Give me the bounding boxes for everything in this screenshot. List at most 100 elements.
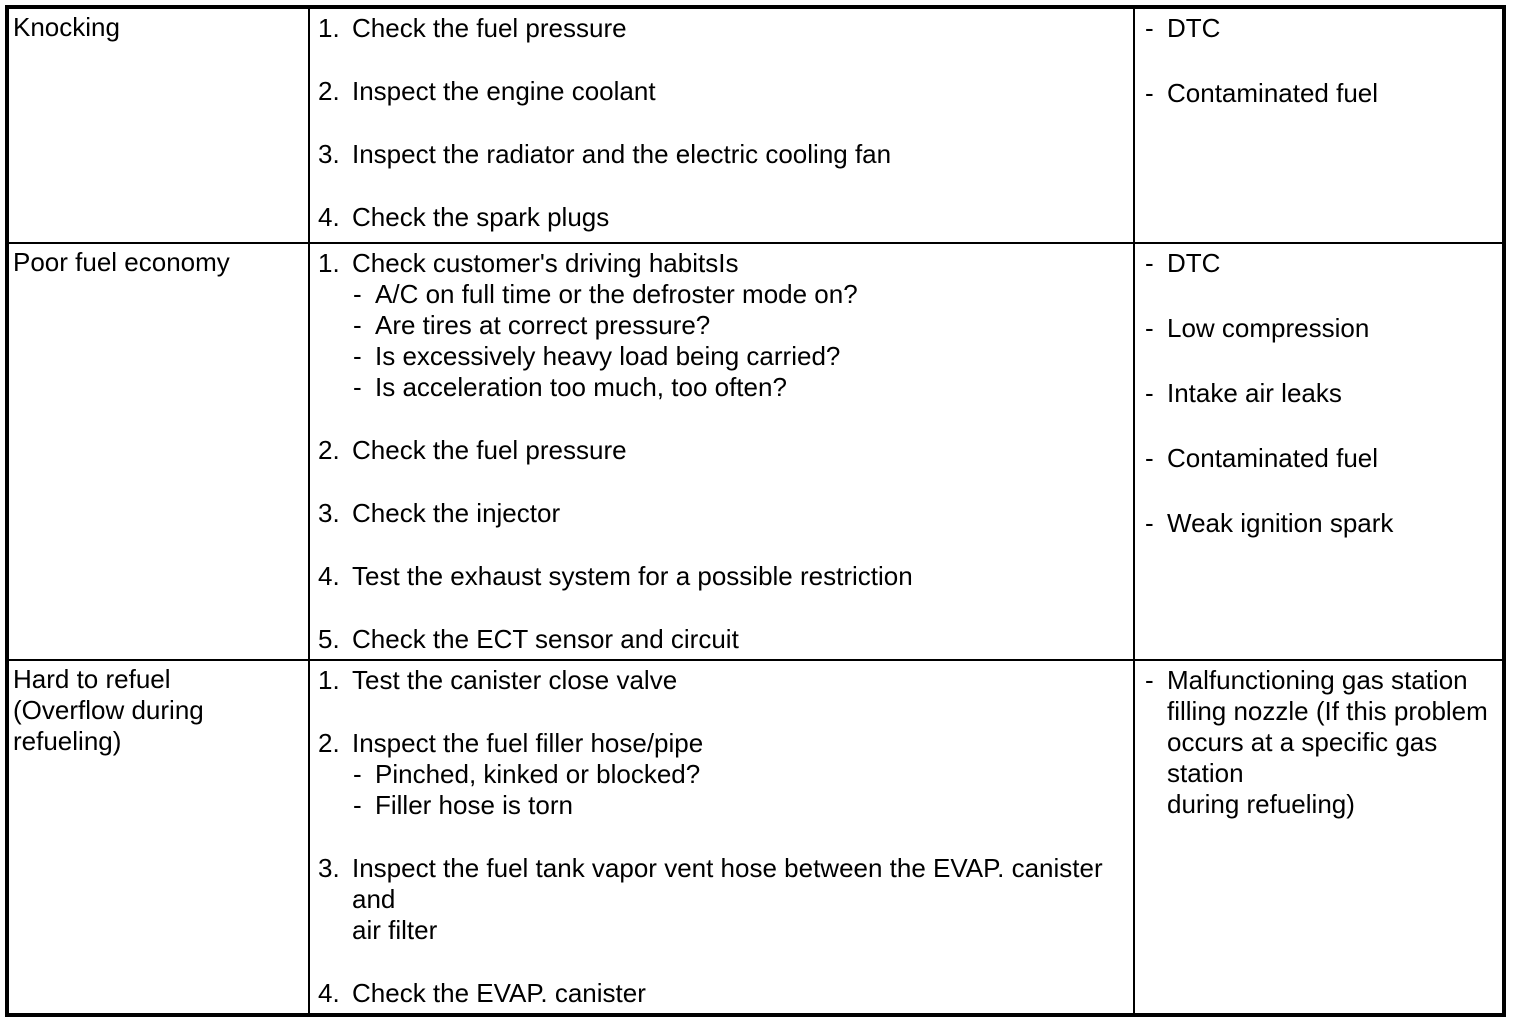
step-text: Check the fuel pressure <box>352 435 627 465</box>
step-sub-item: -Pinched, kinked or blocked? <box>318 759 1127 790</box>
inspection-steps-cell: 1. Test the canister close valve 2. Inspect… <box>308 659 1135 1016</box>
table-row: Poor fuel economy 1. Check customer's driv… <box>6 242 1505 661</box>
step-main-line: 4. Check the spark plugs <box>318 202 1127 233</box>
cause-text: Intake air leaks <box>1167 378 1342 408</box>
step-number: 2. <box>318 435 340 465</box>
step-number: 5. <box>318 624 340 654</box>
procedure-step: 1.Check customer's driving habitsIs-A/C … <box>318 248 1127 403</box>
step-text: Check the EVAP. canister <box>352 978 646 1008</box>
step-main-line: 5. Check the ECT sensor and circuit <box>318 624 1127 655</box>
procedure-step: 2. Inspect the fuel filler hose/pipe-Pinc… <box>318 728 1127 821</box>
step-main-line: 2. Inspect the engine coolant <box>318 76 1127 107</box>
step-main-line: 3. Inspect the fuel tank vapor vent hose … <box>318 853 1127 946</box>
step-number: 1. <box>318 665 340 695</box>
step-main-line: 1. Check customer's driving habitsIs <box>318 248 1127 279</box>
table-row: Knocking 1.Check the fuel pressure 2. Inspe… <box>6 6 1505 244</box>
step-main-line: 1. Test the canister close valve <box>318 665 1127 696</box>
step-number: 3. <box>318 139 340 169</box>
step-main-line: 4. Test the exhaust system for a possible… <box>318 561 1127 592</box>
inspection-steps-cell: 1.Check the fuel pressure 2. Inspect the e… <box>308 6 1135 244</box>
possible-causes-cell: -DTC-Low compression-Intake air leaks-Co… <box>1133 242 1505 661</box>
bullet-dash: - <box>1145 78 1154 108</box>
step-number: 4. <box>318 978 340 1008</box>
cause-text: DTC <box>1167 248 1221 278</box>
symptom-cell: Poor fuel economy <box>6 242 310 661</box>
cause-item: -Low compression <box>1145 313 1500 344</box>
step-number: 4. <box>318 561 340 591</box>
procedure-step: 4. Test the exhaust system for a possible… <box>318 561 1127 592</box>
cause-text: Contaminated fuel <box>1167 78 1379 108</box>
step-text: Inspect the radiator and the electric co… <box>352 139 892 169</box>
bullet-dash: - <box>353 372 362 402</box>
inspection-steps-cell: 1.Check customer's driving habitsIs-A/C … <box>308 242 1135 661</box>
bullet-dash: - <box>1145 508 1154 538</box>
step-text: Check the ECT sensor and circuit <box>352 624 739 654</box>
procedure-step: 3. Inspect the fuel tank vapor vent hose … <box>318 853 1127 946</box>
procedure-step: 1.Check the fuel pressure <box>318 13 1127 44</box>
cause-text: Low compression <box>1167 313 1370 343</box>
cause-item: -Contaminated fuel <box>1145 78 1500 109</box>
bullet-dash: - <box>1145 313 1154 343</box>
sub-item-text: Is excessively heavy load being carried? <box>375 341 841 371</box>
step-sub-item: -Is acceleration too much, too often? <box>318 372 1127 403</box>
step-sub-item: -Are tires at correct pressure? <box>318 310 1127 341</box>
procedure-step: 4. Check the EVAP. canister <box>318 978 1127 1009</box>
step-text: Inspect the fuel filler hose/pipe <box>352 728 704 758</box>
step-text: Check customer's driving habitsIs <box>352 248 739 278</box>
sub-item-text: Is acceleration too much, too often? <box>375 372 787 402</box>
bullet-dash: - <box>353 341 362 371</box>
step-main-line: 3.Check the injector <box>318 498 1127 529</box>
step-text: Test the exhaust system for a possible r… <box>352 561 913 591</box>
bullet-dash: - <box>353 279 362 309</box>
bullet-dash: - <box>353 759 362 789</box>
cause-item: -DTC <box>1145 13 1500 44</box>
sub-item-text: Filler hose is torn <box>375 790 573 820</box>
step-number: 1. <box>318 13 340 43</box>
sub-item-text: Pinched, kinked or blocked? <box>375 759 701 789</box>
procedure-step: 2. Inspect the engine coolant <box>318 76 1127 107</box>
step-text: Inspect the engine coolant <box>352 76 656 106</box>
bullet-dash: - <box>1145 443 1154 473</box>
step-number: 1. <box>318 248 340 278</box>
sub-item-text: Are tires at correct pressure? <box>375 310 711 340</box>
procedure-step: 2. Check the fuel pressure <box>318 435 1127 466</box>
step-number: 2. <box>318 728 340 758</box>
step-number: 3. <box>318 498 340 528</box>
cause-text: Weak ignition spark <box>1167 508 1394 538</box>
step-text: Test the canister close valve <box>352 665 678 695</box>
bullet-dash: - <box>1145 13 1154 43</box>
cause-text: Contaminated fuel <box>1167 443 1379 473</box>
cause-item: -Contaminated fuel <box>1145 443 1500 474</box>
step-number: 2. <box>318 76 340 106</box>
step-main-line: 4. Check the EVAP. canister <box>318 978 1127 1009</box>
cause-item: -Intake air leaks <box>1145 378 1500 409</box>
step-number: 4. <box>318 202 340 232</box>
procedure-step: 4. Check the spark plugs <box>318 202 1127 233</box>
bullet-dash: - <box>1145 665 1154 695</box>
symptom-text: Knocking <box>13 12 120 42</box>
symptom-cell: Knocking <box>6 6 310 244</box>
cause-item: -Weak ignition spark <box>1145 508 1500 539</box>
symptom-text: Poor fuel economy <box>13 247 230 277</box>
bullet-dash: - <box>353 310 362 340</box>
step-text: Check the spark plugs <box>352 202 610 232</box>
step-number: 3. <box>318 853 340 883</box>
step-main-line: 2. Check the fuel pressure <box>318 435 1127 466</box>
procedure-step: 1. Test the canister close valve <box>318 665 1127 696</box>
step-sub-item: -A/C on full time or the defroster mode … <box>318 279 1127 310</box>
sub-item-text: A/C on full time or the defroster mode o… <box>375 279 858 309</box>
possible-causes-cell: -DTC-Contaminated fuel <box>1133 6 1505 244</box>
step-main-line: 2. Inspect the fuel filler hose/pipe <box>318 728 1127 759</box>
procedure-step: 3. Inspect the radiator and the electric … <box>318 139 1127 170</box>
cause-item: -DTC <box>1145 248 1500 279</box>
step-sub-item: -Filler hose is torn <box>318 790 1127 821</box>
step-text: Inspect the fuel tank vapor vent hose be… <box>352 853 1103 945</box>
